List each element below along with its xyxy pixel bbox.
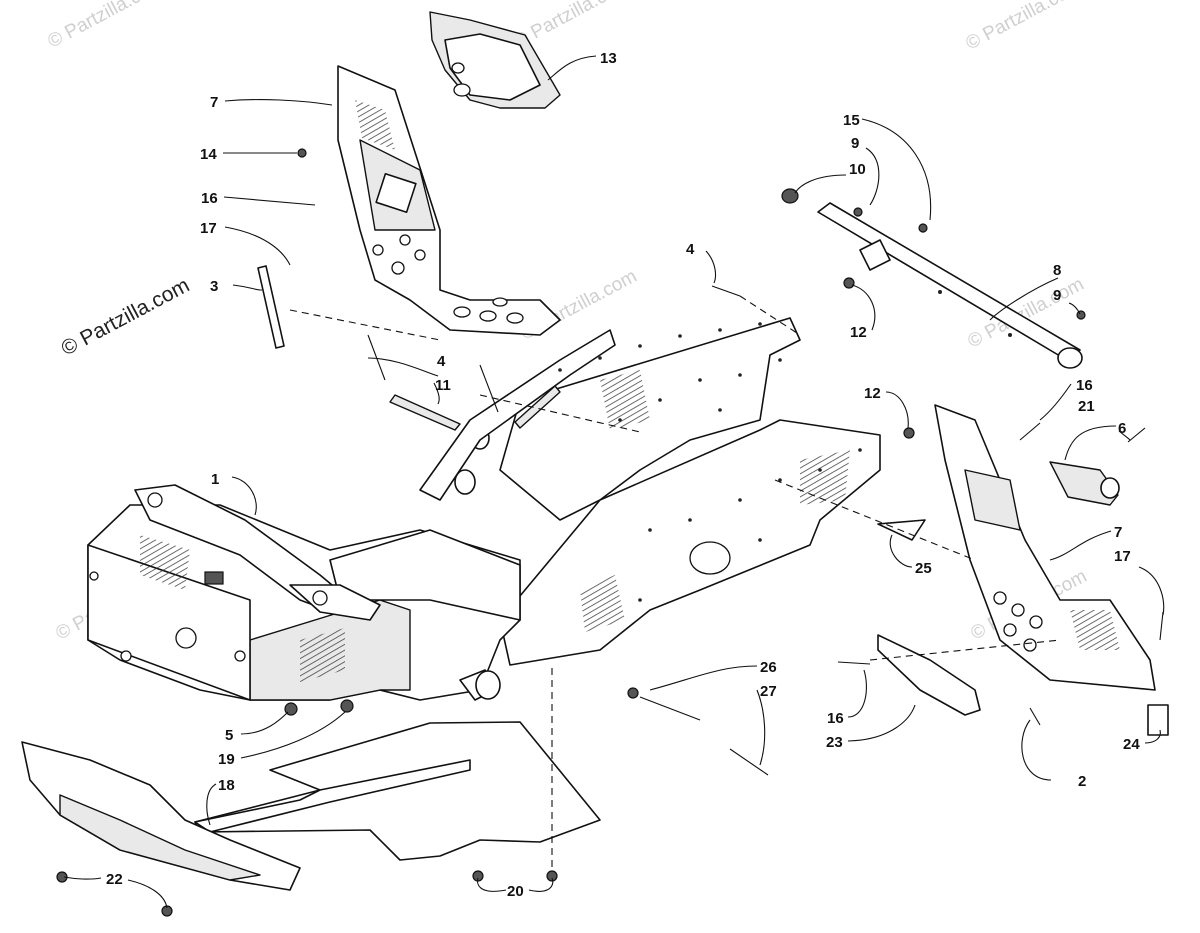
- callout-17-left: 17: [200, 220, 217, 237]
- steering-block-part: [1049, 461, 1120, 506]
- callout-3: 3: [210, 278, 218, 295]
- foot-rest-strips-part: [389, 385, 561, 431]
- callout-16-left: 16: [201, 190, 218, 207]
- callout-26: 26: [760, 659, 777, 676]
- callout-9-lower: 9: [1053, 287, 1061, 304]
- fasteners: [56, 148, 1086, 917]
- callout-25: 25: [915, 560, 932, 577]
- callout-1: 1: [211, 471, 219, 488]
- steering-cover-part: [429, 11, 561, 109]
- callout-5: 5: [225, 727, 233, 744]
- steering-support-left-part: [337, 65, 561, 336]
- small-bracket-part: [877, 519, 926, 541]
- chassis-rivets: [558, 322, 862, 602]
- callout-7-left: 7: [210, 94, 218, 111]
- callout-11: 11: [435, 377, 451, 394]
- callout-17-right: 17: [1114, 548, 1131, 565]
- callout-10: 10: [849, 161, 866, 178]
- callout-12-lower: 12: [864, 385, 881, 402]
- callout-8: 8: [1053, 262, 1061, 279]
- callout-16-right: 16: [1076, 377, 1093, 394]
- callout-20: 20: [507, 883, 524, 900]
- callout-9-upper: 9: [851, 135, 859, 152]
- callout-18: 18: [218, 777, 235, 794]
- callout-12-upper: 12: [850, 324, 867, 341]
- callout-4-upper: 4: [686, 241, 695, 258]
- leader-lines: [63, 55, 1165, 909]
- assembly-guide-lines: [289, 295, 1061, 870]
- callout-23: 23: [826, 734, 843, 751]
- pins-and-rods: [367, 285, 1164, 776]
- callout-2: 2: [1078, 773, 1086, 790]
- callout-7-right: 7: [1114, 524, 1122, 541]
- watermark-main: © Partzilla.com: [58, 274, 194, 361]
- steering-post-part: [257, 265, 285, 349]
- callout-21: 21: [1078, 398, 1095, 415]
- watermark-right: © Partzilla.com: [964, 274, 1087, 353]
- watermark-top-right: © Partzilla.com: [962, 0, 1085, 54]
- callout-27: 27: [760, 683, 777, 700]
- callout-15: 15: [843, 112, 860, 129]
- callout-16-bottom: 16: [827, 710, 844, 727]
- callout-labels: 1 2 3 4 4 5 6 7 7 8 9 9 10 11 12 12 13 1…: [106, 50, 1140, 900]
- steering-support-right-part: [934, 404, 1156, 691]
- callout-6: 6: [1118, 420, 1126, 437]
- main-chassis-part: [87, 317, 881, 701]
- watermark-top-left: © Partzilla.com: [44, 0, 167, 52]
- plate-part: [1147, 704, 1169, 736]
- steering-brace-part: [877, 634, 981, 716]
- callout-13: 13: [600, 50, 617, 67]
- callout-19: 19: [218, 751, 235, 768]
- callout-4-lower: 4: [437, 353, 446, 370]
- belly-pan-part: [21, 721, 601, 891]
- callout-14: 14: [200, 146, 217, 163]
- steering-shaft-part: [781, 188, 1083, 369]
- callout-22: 22: [106, 871, 123, 888]
- callout-24: 24: [1123, 736, 1140, 753]
